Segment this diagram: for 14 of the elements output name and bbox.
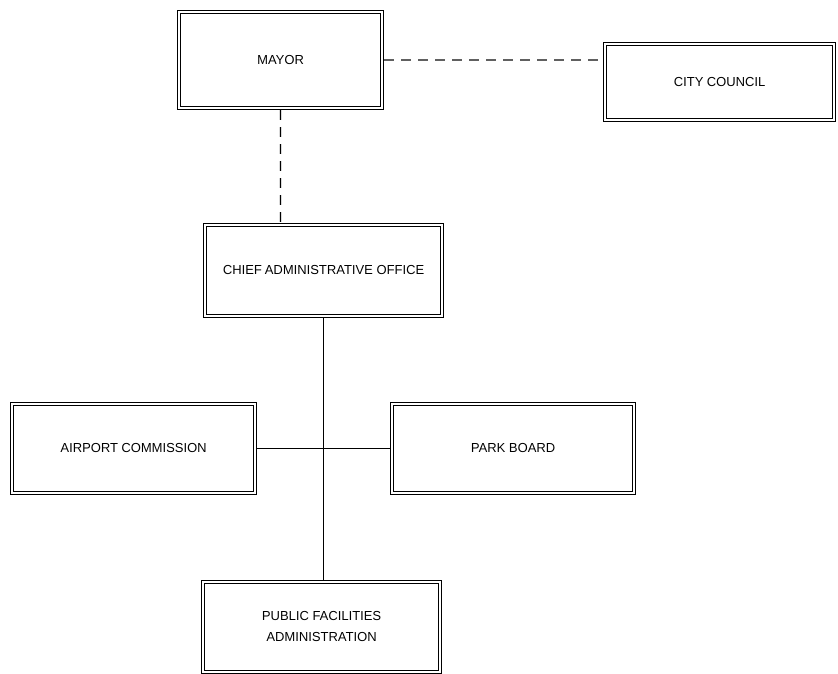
org-box	[10, 402, 257, 495]
org-box	[603, 42, 836, 122]
box-label: CITY COUNCIL	[672, 72, 766, 91]
dashed-connector	[280, 110, 282, 223]
org-box	[203, 223, 444, 318]
box-label: PARK BOARD	[470, 439, 556, 458]
org-box	[177, 10, 384, 110]
org-box	[390, 402, 636, 495]
connector-line	[323, 318, 324, 580]
box-label: MAYOR	[256, 50, 305, 69]
box-label: PUBLIC FACILITIES ADMINISTRATION	[260, 607, 382, 646]
box-label: AIRPORT COMMISSION	[59, 439, 208, 458]
org-box	[201, 580, 442, 674]
box-label: CHIEF ADMINISTRATIVE OFFICE	[222, 261, 426, 280]
